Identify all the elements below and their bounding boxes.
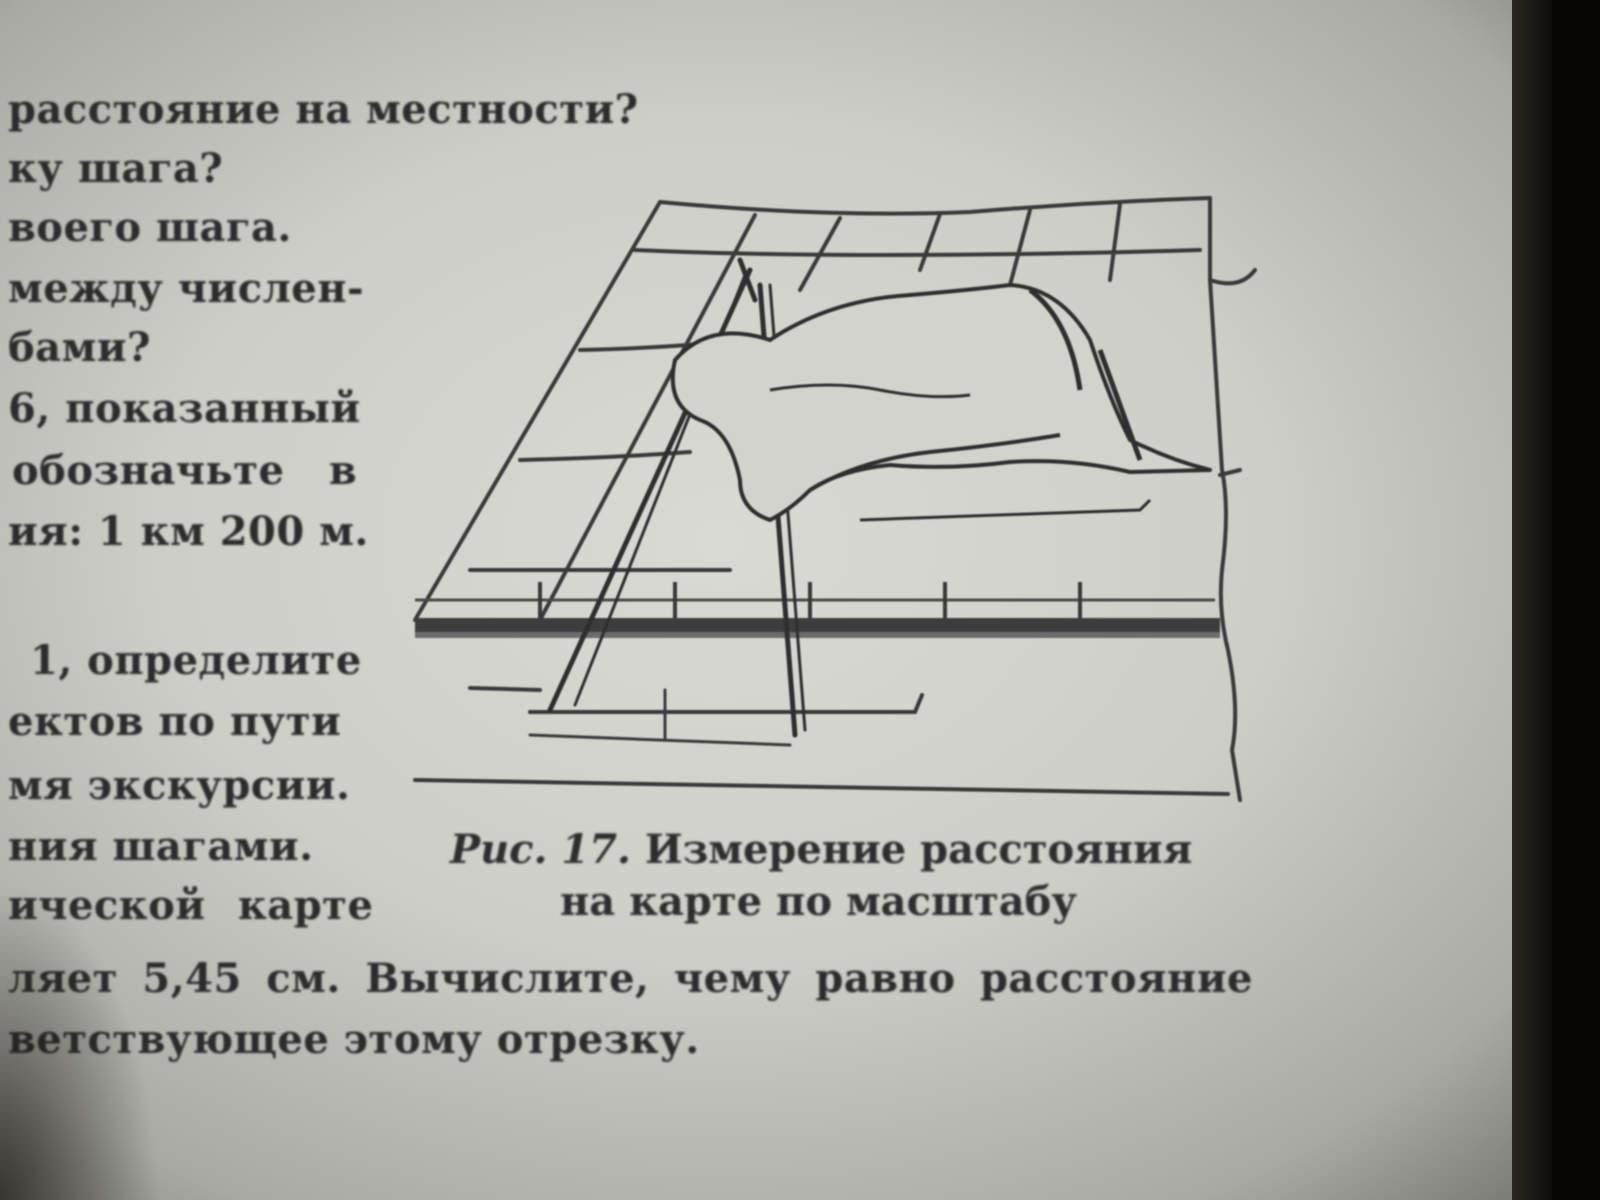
figure-bottom-edge [413, 778, 1230, 796]
text-line-10: ектов по пути [8, 698, 342, 745]
text-line-5: бами? [8, 324, 151, 371]
map-right-edge [1218, 468, 1242, 802]
text-line-11: мя экскурсии. [8, 762, 351, 809]
text-line-1: расстояние на местности? [8, 86, 639, 133]
scale-ruler [415, 582, 1220, 638]
text-line-12: ния шагами. [8, 823, 314, 870]
hand-drawing [670, 283, 1212, 522]
text-line-9: 1, определите [30, 637, 362, 684]
dark-background [1552, 0, 1600, 1200]
page-edge [1512, 0, 1552, 1200]
bottom-text-line-1: ляет 5,45 см. Вычислите, чему равно расс… [8, 955, 1253, 1002]
text-line-2: ку шага? [8, 145, 224, 192]
lower-scale [413, 686, 1230, 796]
text-line-7: обозначьте в [12, 447, 358, 494]
figure-illustration [413, 196, 1257, 802]
text-line-4: между числен- [8, 265, 365, 312]
map-sheet [413, 196, 1257, 802]
figure-label: Рис. 17. [450, 826, 631, 873]
text-line-8: ия: 1 км 200 м. [8, 508, 369, 555]
map-top-edge [658, 196, 1224, 472]
figure-caption-line1: Измерение расстояния [644, 826, 1193, 873]
text-line-3: воего шага. [8, 204, 292, 251]
text-line-6: 6, показанный [8, 385, 361, 432]
figure-caption-line2: на карте по масштабу [560, 878, 1077, 925]
figure-caption: Рис. 17. Измерение расстояния [450, 826, 1192, 873]
map-left-edge [413, 200, 662, 622]
figure-caption-line2-box: на карте по масштабу [560, 878, 1077, 925]
shadow-overlay [0, 880, 160, 1200]
